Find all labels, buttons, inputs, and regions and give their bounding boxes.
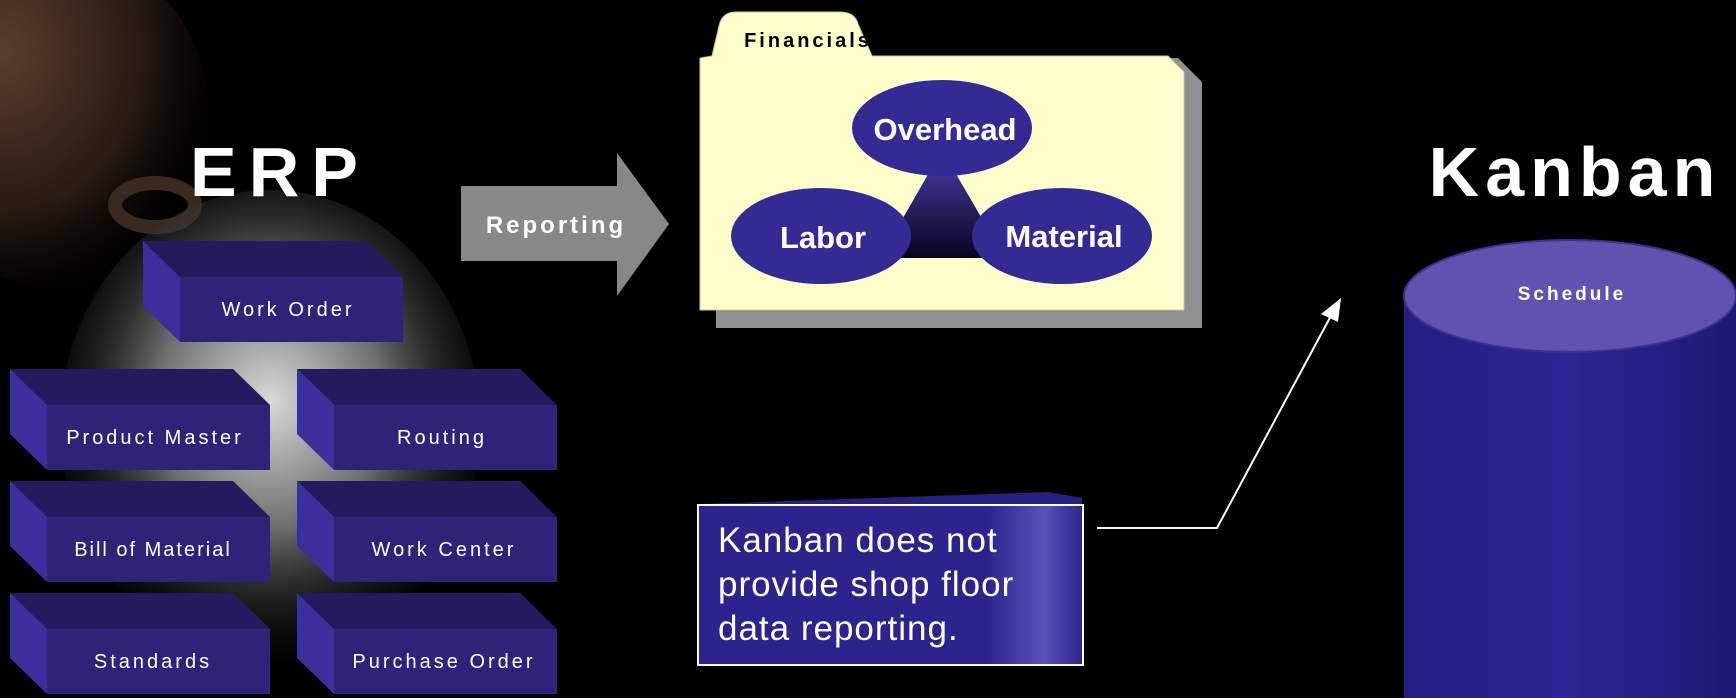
financials-tab-label: Financials [744, 30, 872, 52]
schedule-label: Schedule [1518, 284, 1626, 305]
erp-box-work-center: Work Center [297, 481, 557, 582]
erp-box-standards: Standards [10, 593, 270, 694]
gear-ring-decoration [108, 176, 202, 234]
erp-title: ERP [190, 133, 370, 211]
purchase-order-label: Purchase Order [352, 651, 535, 673]
schedule-cylinder: Schedule [1403, 239, 1736, 698]
callout-text: Kanban does not provide shop floor data … [718, 521, 1025, 648]
reporting-label: Reporting [486, 212, 626, 239]
reporting-arrow: Reporting [461, 153, 669, 296]
product-master-label: Product Master [66, 427, 244, 449]
erp-box-bill-of-material: Bill of Material [10, 481, 270, 582]
erp-box-purchase-order: Purchase Order [297, 593, 557, 694]
work-center-label: Work Center [372, 539, 517, 561]
material-label: Material [1005, 219, 1122, 254]
kanban-callout: Kanban does not provide shop floor data … [697, 298, 1341, 666]
labor-label: Labor [780, 220, 866, 255]
labor-node [731, 188, 911, 284]
callout-box [697, 504, 1084, 666]
callout-connector-line [1097, 311, 1334, 529]
cylinder-top [1403, 239, 1736, 353]
cylinder-body [1404, 296, 1736, 698]
bill-of-material-label: Bill of Material [74, 539, 232, 561]
callout-line-1: Kanban does not [718, 521, 998, 560]
erp-box-product-master: Product Master [10, 369, 270, 470]
financials-folder: Financials Overhead Labor Material [699, 11, 1202, 328]
kanban-title: Kanban [1429, 133, 1722, 211]
callout-line-2: provide shop floor [718, 565, 1014, 604]
work-order-label: Work Order [222, 299, 355, 321]
material-node [972, 188, 1152, 284]
routing-label: Routing [397, 427, 487, 449]
overhead-label: Overhead [873, 112, 1016, 147]
standards-label: Standards [94, 651, 212, 673]
erp-box-work-order: Work Order [143, 241, 403, 342]
overhead-node [852, 80, 1032, 176]
gear-background-image [0, 0, 210, 290]
callout-line-3: data reporting. [718, 609, 959, 648]
connector-arrowhead [1321, 298, 1341, 322]
erp-box-routing: Routing [297, 369, 557, 470]
